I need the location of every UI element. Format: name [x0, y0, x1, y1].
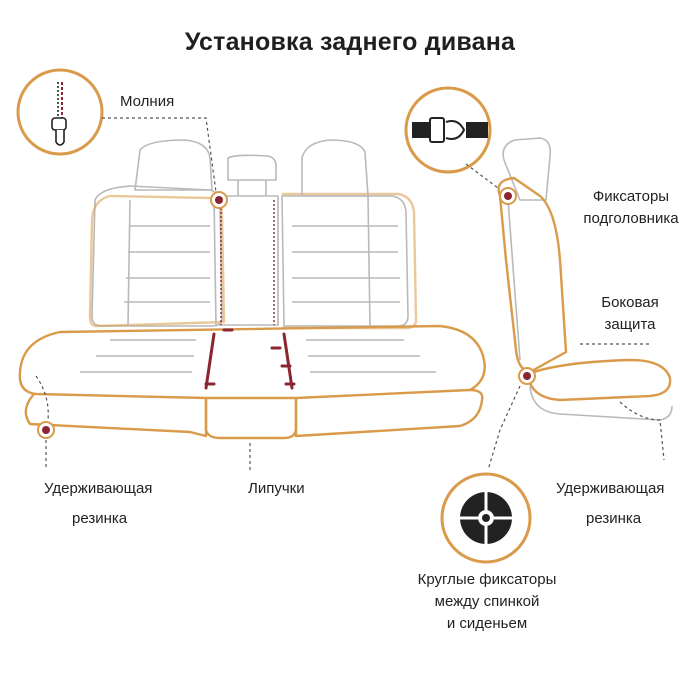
side-view [487, 137, 673, 471]
round-clip-icon [460, 492, 512, 544]
zipper-icon [51, 82, 67, 146]
buckle-icon [412, 117, 488, 143]
elastic-right-label: Удерживающая резинка [556, 480, 665, 527]
side-protection-label: Боковая защита [601, 294, 659, 333]
zipper-callout [16, 68, 228, 209]
buckle-callout [404, 86, 499, 189]
diagram-title: Установка заднего дивана [184, 28, 516, 56]
elastic-left-marker [35, 375, 55, 470]
elastic-left-label: Удерживающая резинка [44, 480, 153, 527]
headrest-lock-label: Фиксаторы подголовника [583, 188, 679, 227]
round-clips-label: Круглые фиксаторы между спинкой и сидень… [417, 571, 557, 632]
seat-cushion [18, 324, 486, 440]
seat-back [88, 139, 418, 330]
velcro-label: Липучки [248, 480, 305, 497]
zipper-label: Молния [120, 93, 175, 110]
round-clip-callout [440, 472, 532, 564]
